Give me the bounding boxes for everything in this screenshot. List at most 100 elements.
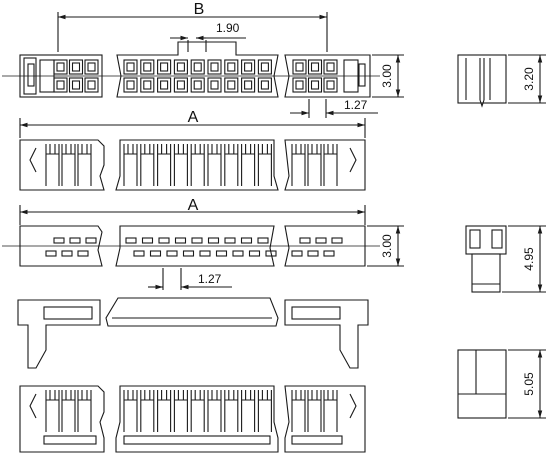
terminal-slot [45, 390, 60, 432]
dim-320-label: 3.20 [522, 67, 536, 91]
section-view [17, 297, 369, 369]
terminal-slot [291, 144, 306, 186]
contact-cell-inner [326, 62, 335, 72]
contact-cell [207, 59, 222, 75]
contact-cell [190, 59, 205, 75]
contact-cell [307, 59, 323, 75]
terminal-slot [323, 144, 338, 186]
contact-cell [157, 59, 172, 75]
terminal-slot [190, 390, 205, 432]
contact-cell-inner [160, 62, 169, 72]
contact-cell-inner [71, 80, 81, 90]
hole [215, 250, 228, 257]
terminal-slot [323, 390, 338, 432]
terminal-slot [173, 144, 188, 186]
dim-300-mid-label: 3.00 [380, 234, 394, 258]
contact-cell [84, 59, 99, 75]
dimension-pitch-127-mid: 1.27 [148, 268, 232, 290]
contact-cell [323, 59, 338, 75]
contact-cell [84, 77, 99, 93]
terminal-slot [207, 390, 222, 432]
hole [331, 237, 343, 244]
hole [299, 237, 311, 244]
hole [77, 250, 89, 257]
dimension-a-top: A [19, 109, 366, 138]
dim-190-label: 1.90 [216, 21, 240, 35]
contact-cell [123, 77, 138, 93]
contact-cell-inner [227, 80, 236, 90]
dimension-a-mid: A [19, 197, 366, 225]
contact-cell [140, 77, 155, 93]
contact-cell [173, 59, 188, 75]
dimension-height-300-top: 3.00 [372, 54, 404, 98]
contact-cell-inner [193, 80, 202, 90]
terminal-slot [77, 144, 92, 186]
hole [248, 250, 261, 257]
hole [141, 237, 154, 244]
hole [232, 250, 244, 257]
terminal-slot [241, 144, 256, 186]
contact-cell-inner [56, 80, 65, 90]
hole [291, 250, 303, 257]
contact-cell [307, 77, 323, 93]
hole [199, 250, 211, 257]
dim-127-mid-label: 1.27 [198, 272, 222, 286]
contact-cell-inner [176, 80, 185, 90]
terminal-slot [123, 144, 138, 186]
terminal-slot [307, 144, 322, 186]
hole [149, 250, 162, 257]
front-view [19, 139, 366, 191]
hole [45, 250, 57, 257]
terminal-slot [291, 390, 306, 432]
terminal-slot [224, 390, 239, 432]
contact-cell-inner [87, 62, 96, 72]
hole [61, 250, 73, 257]
terminal-slot [123, 390, 138, 432]
contact-cell-inner [244, 80, 253, 90]
contact-cell [53, 77, 68, 93]
contact-cell-inner [227, 62, 236, 72]
contact-cell-inner [126, 62, 135, 72]
terminal-slot [45, 144, 60, 186]
side-view-top: 3.20 [457, 54, 546, 108]
contact-cell-inner [176, 62, 185, 72]
contact-cell [140, 59, 155, 75]
hole [125, 237, 137, 244]
contact-cell [224, 59, 239, 75]
hole [207, 237, 220, 244]
dimension-height-300-mid: 3.00 [367, 225, 404, 267]
hole [158, 237, 170, 244]
side-view-bottom: 5.05 [457, 349, 546, 419]
contact-cell [207, 77, 222, 93]
contact-cell-inner [126, 80, 135, 90]
dimension-b: B [57, 1, 328, 52]
hole [265, 250, 277, 257]
contact-cell-inner [210, 62, 219, 72]
dim-a-mid-label: A [188, 197, 199, 214]
contact-cell [257, 77, 272, 93]
hole [85, 237, 97, 244]
hole [133, 250, 145, 257]
dimension-pitch-127-top: 1.27 [290, 98, 378, 118]
hole [166, 250, 178, 257]
contact-cell [53, 59, 68, 75]
contact-cell-inner [87, 80, 96, 90]
contact-cell [292, 59, 307, 75]
contact-cell [123, 59, 138, 75]
hole [69, 237, 81, 244]
contact-cell-inner [193, 62, 202, 72]
terminal-slot [173, 390, 188, 432]
terminal-slot [207, 144, 222, 186]
contact-cell-inner [56, 62, 65, 72]
contact-cell-inner [310, 62, 320, 72]
contact-cell-inner [310, 80, 320, 90]
dim-505-label: 5.05 [522, 372, 536, 396]
terminal-slot [140, 390, 155, 432]
hole [224, 237, 236, 244]
terminal-slot [77, 390, 92, 432]
contact-cell [173, 77, 188, 93]
contact-cell [257, 59, 272, 75]
contact-cell-inner [260, 80, 269, 90]
hole [257, 237, 269, 244]
hole [323, 250, 335, 257]
